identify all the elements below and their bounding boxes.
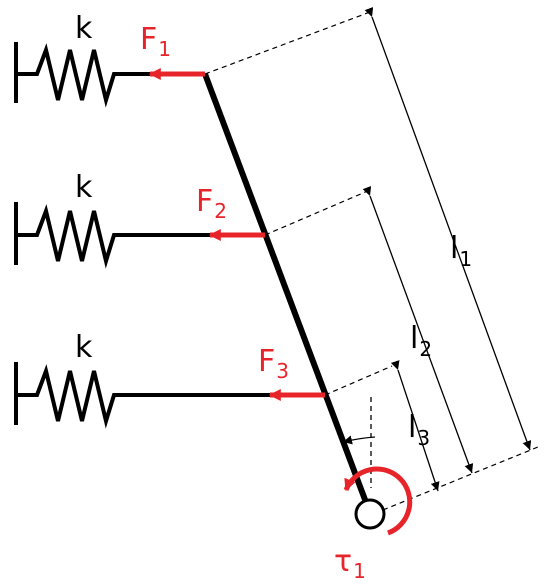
torque-arrow: [343, 466, 413, 536]
force-arrows: [148, 68, 325, 401]
rod: [202, 72, 370, 507]
torque-label: τ1: [334, 544, 366, 583]
length-label-l3: l3: [408, 410, 430, 450]
spring-coil-2: [16, 204, 265, 269]
angle-arc: [342, 435, 376, 445]
spring-3: k: [14, 330, 325, 429]
dimension-l2: [362, 185, 474, 474]
spring-coil-1: [16, 43, 205, 108]
pivot-joint: [354, 498, 386, 530]
spring-coil-3: [16, 364, 325, 429]
length-label-l2: l2: [410, 321, 432, 361]
spring-1: k: [14, 11, 205, 108]
force-label-f1: F1: [140, 22, 171, 61]
spring-3-label: k: [75, 330, 93, 365]
spring-2-label: k: [75, 170, 93, 205]
spring-2: k: [14, 170, 265, 269]
dimension-l3: [390, 360, 440, 492]
dimension-lines: [362, 7, 532, 492]
length-label-l1: l1: [450, 231, 472, 271]
spring-1-label: k: [75, 11, 93, 46]
force-label-f3: F3: [258, 344, 289, 383]
force-label-f2: F2: [196, 184, 227, 223]
